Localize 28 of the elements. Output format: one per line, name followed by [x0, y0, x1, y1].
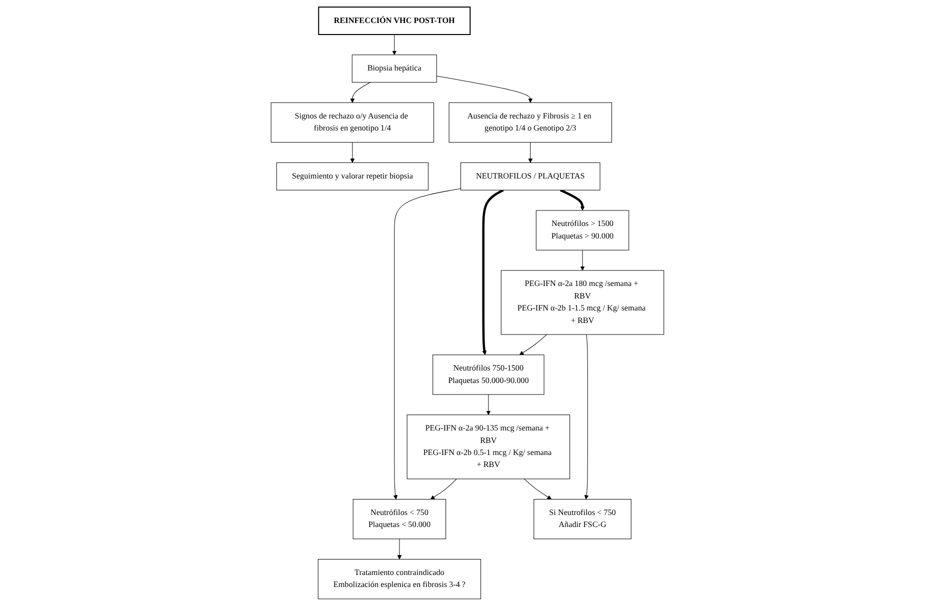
- arrow: [518, 334, 547, 355]
- node-box: Seguimiento y valorar repetir biopsia: [276, 162, 428, 190]
- arrow: [528, 142, 532, 162]
- arrow: [396, 538, 402, 559]
- node-box: Neutrófilos < 750 Plaquetas < 50.000: [352, 498, 446, 539]
- node-box: PEG-IFN α-2a 90-135 mcg /semana + RBV PEG-IFN α-2b 0.5-1 mcg / Kg/ semana + RBV: [406, 414, 570, 479]
- arrow: [436, 75, 532, 102]
- node-box: Neutrófilos > 1500 Plaquetas > 90.000: [535, 210, 629, 250]
- arrow: [584, 334, 588, 499]
- node-box: Neutrófilos 750-1500 Plaquetas 50.000-90.000: [432, 354, 544, 394]
- arrow: [559, 188, 584, 210]
- arrow: [430, 478, 456, 499]
- node-box: Biopsia hepática: [351, 54, 436, 82]
- arrow: [350, 82, 370, 102]
- arrow: [392, 34, 396, 55]
- arrow: [392, 188, 461, 499]
- arrow: [486, 394, 490, 415]
- arrow: [482, 188, 504, 355]
- node-box: Si Neutrofilos < 750 Añadir FSC-G: [533, 498, 631, 539]
- arrow: [580, 249, 584, 270]
- node-box: NEUTROFILOS / PLAQUETAS: [460, 162, 600, 190]
- arrow: [523, 478, 552, 499]
- node-box: Signos de rechazo o/y Ausencia de fibrosis en genotipo 1/4: [270, 102, 434, 142]
- node-box: PEG-IFN α-2a 180 mcg /semana + RBV PEG-IFN α-2b 1-1.5 mcg / Kg/ semana + RBV: [500, 270, 664, 334]
- node-box: REINFECCIÓN VHC POST-TOH: [318, 6, 470, 35]
- node-box: Tratamiento contraindicado Embolización esplenica en fibrosis 3-4 ?: [317, 558, 481, 599]
- node-box: Ausencia de rechazo y Fibrosis ≥ 1 en genotipo 1/4 o Genotipo 2/3: [448, 102, 612, 142]
- arrow: [350, 142, 354, 162]
